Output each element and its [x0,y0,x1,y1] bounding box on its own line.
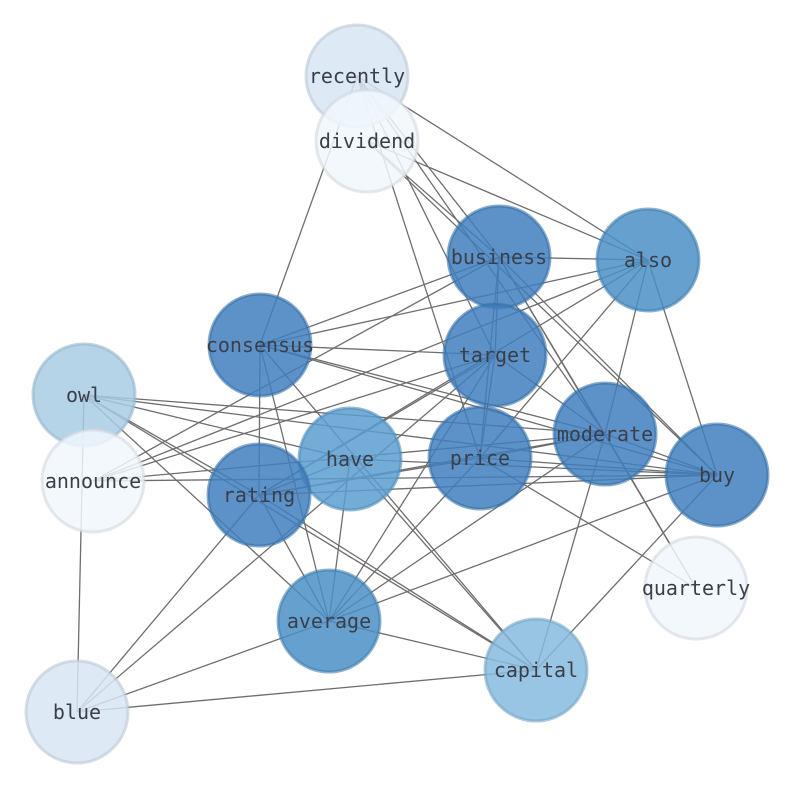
node-label-owl: owl [66,383,102,407]
node-circle-consensus [207,292,313,398]
edge-consensus-capital [259,344,537,671]
node-label-capital: capital [494,658,578,682]
node-blue: blue [24,659,130,765]
edge-buy-average [328,474,718,622]
node-label-also: also [624,248,672,272]
node-circle-buy [664,422,770,528]
edge-target-announce [92,354,496,482]
node-circle-capital [483,617,589,723]
node-capital: capital [483,617,589,723]
node-label-price: price [450,446,510,470]
node-label-quarterly: quarterly [642,576,750,600]
node-circle-price [427,405,533,511]
edge-owl-capital [83,394,537,671]
node-label-rating: rating [223,483,295,507]
node-rating: rating [206,442,312,548]
edge-dividend-buy [366,140,718,476]
edge-consensus-moderate [259,344,606,435]
node-label-announce: announce [45,469,141,493]
node-circle-quarterly [643,535,749,641]
node-business: business [446,204,552,310]
node-have: have [297,406,403,512]
node-label-dividend: dividend [319,129,415,153]
node-quarterly: quarterly [642,535,750,641]
node-label-average: average [287,609,371,633]
node-circle-rating [206,442,312,548]
edge-rating-capital [258,494,537,671]
node-label-business: business [451,245,547,269]
node-owl: owl [31,342,137,448]
node-average: average [276,568,382,674]
node-label-recently: recently [309,64,405,88]
node-circle-average [276,568,382,674]
node-label-blue: blue [53,700,101,724]
edge-have-buy [349,458,718,476]
node-layer: recently dividend business also consensus tar… [24,23,770,765]
node-dividend: dividend [314,88,420,194]
node-label-moderate: moderate [557,422,653,446]
edge-also-consensus [259,259,649,346]
node-circle-also [595,207,701,313]
node-price: price [427,405,533,511]
node-circle-blue [24,659,130,765]
node-circle-have [297,406,403,512]
node-label-consensus: consensus [206,333,314,357]
node-also: also [595,207,701,313]
node-consensus: consensus [206,292,314,398]
edge-capital-blue [76,669,537,713]
edge-moderate-average [328,433,606,622]
node-circle-moderate [552,381,658,487]
node-announce: announce [40,428,146,534]
node-circle-target [442,302,548,408]
edge-owl-average [83,394,330,622]
edge-also-announce [92,259,649,482]
node-target: target [442,302,548,408]
node-label-target: target [459,343,531,367]
node-label-have: have [326,447,374,471]
node-moderate: moderate [552,381,658,487]
node-label-buy: buy [699,463,735,487]
node-circle-announce [40,428,146,534]
node-circle-dividend [314,88,420,194]
node-buy: buy [664,422,770,528]
